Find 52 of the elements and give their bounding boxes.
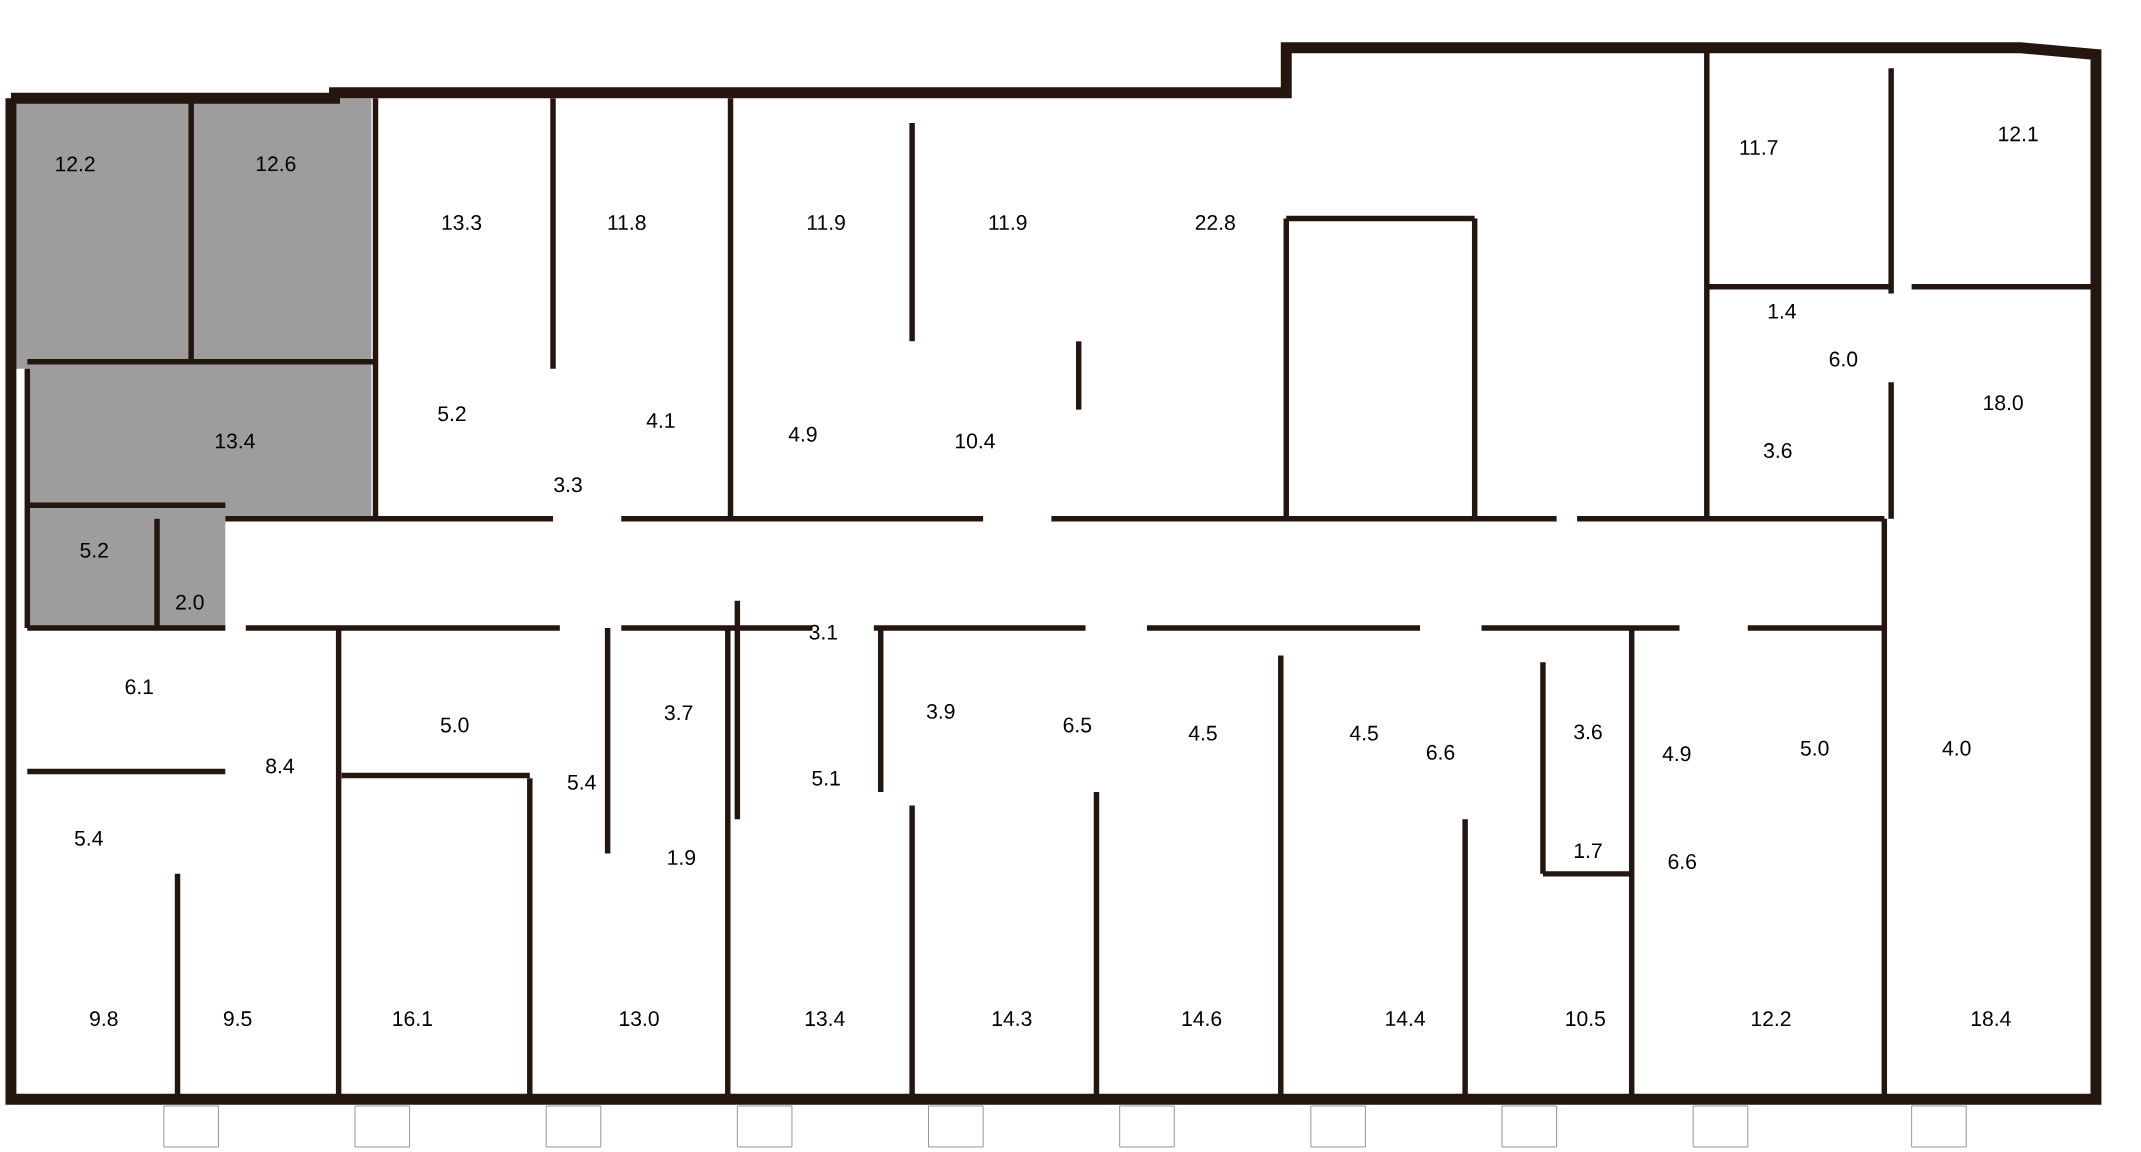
area-label: 1.4	[1768, 303, 1796, 319]
area-label: 4.5	[1188, 725, 1217, 741]
area-label: 6.5	[1063, 717, 1092, 733]
area-label: 22.8	[1195, 214, 1235, 230]
area-label: 13.4	[215, 433, 255, 449]
area-label: 11.8	[608, 214, 646, 230]
area-label: 5.2	[438, 406, 466, 421]
area-label: 4.0	[1942, 740, 1971, 756]
area-label: 1.9	[668, 849, 696, 865]
area-label: 5.4	[74, 830, 103, 846]
area-label: 13.4	[805, 1010, 845, 1026]
area-label: 14.4	[1386, 1011, 1425, 1026]
area-label: 4.1	[646, 413, 675, 428]
area-label: 18.0	[1984, 395, 2023, 411]
area-label: 5.0	[440, 717, 469, 733]
area-label: 3.6	[1763, 442, 1792, 458]
area-label: 5.4	[567, 774, 596, 790]
area-label: 6.6	[1668, 853, 1696, 869]
area-label: 4.9	[788, 426, 817, 442]
area-label: 14.6	[1182, 1010, 1222, 1026]
area-label: 16.1	[393, 1010, 432, 1026]
area-label: 6.1	[125, 679, 153, 695]
area-label: 12.6	[256, 156, 296, 172]
area-label: 3.6	[1574, 724, 1602, 740]
area-label: 3.7	[664, 705, 693, 720]
area-label: 3.9	[926, 703, 955, 719]
area-label: 2.0	[176, 594, 204, 610]
area-label: 6.6	[1426, 744, 1455, 760]
area-label: 4.9	[1662, 746, 1691, 761]
area-label: 13.3	[442, 214, 482, 230]
area-label: 9.8	[90, 1010, 118, 1026]
area-label: 5.0	[1800, 740, 1829, 756]
area-label: 3.3	[554, 477, 582, 492]
area-label: 10.5	[1566, 1010, 1605, 1026]
area-label: 5.2	[80, 542, 108, 558]
area-label: 12.1	[1999, 126, 2038, 141]
area-label: 12.2	[1752, 1011, 1791, 1026]
area-label: 13.0	[620, 1010, 659, 1026]
area-label: 12.2	[56, 156, 95, 171]
area-label: 11.7	[1740, 140, 1778, 155]
area-label: 8.4	[266, 758, 294, 774]
area-label: 14.3	[992, 1010, 1032, 1026]
area-label: 3.1	[809, 624, 837, 640]
area-label: 18.4	[1971, 1010, 2011, 1026]
area-label: 10.4	[956, 433, 995, 449]
area-label: 6.0	[1829, 351, 1858, 367]
area-label: 11.9	[807, 214, 845, 230]
area-label: 1.7	[1574, 843, 1602, 858]
area-label: 5.1	[812, 770, 840, 786]
area-label: 4.5	[1349, 725, 1378, 741]
area-label: 9.5	[223, 1010, 252, 1026]
area-label: 11.9	[989, 214, 1027, 230]
